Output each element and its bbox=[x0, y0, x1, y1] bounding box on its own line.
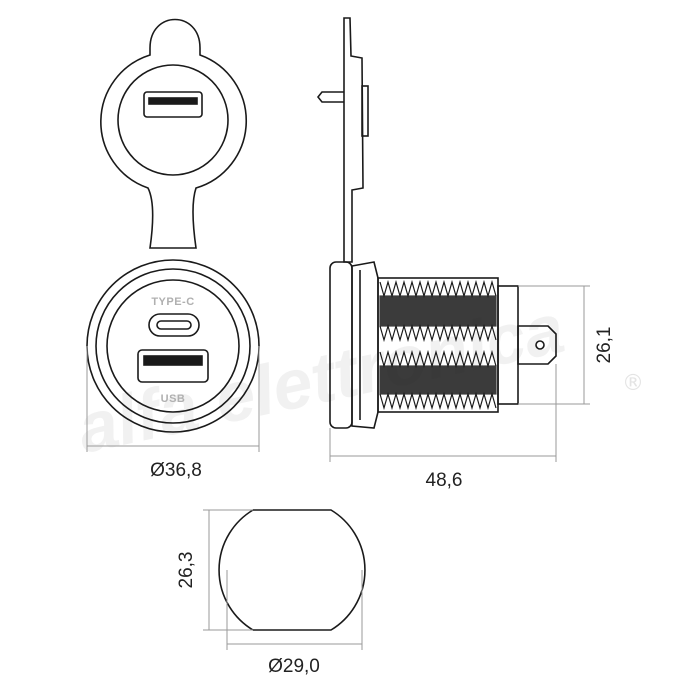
cap-plug-profile bbox=[361, 85, 369, 137]
cap-profile bbox=[343, 17, 364, 263]
front-diameter-dimension-lines bbox=[86, 346, 260, 452]
side-length-dimension: 48,6 bbox=[426, 470, 463, 491]
socket-face bbox=[106, 279, 240, 413]
cap-tab bbox=[316, 91, 344, 103]
side-dimension-lines bbox=[329, 285, 590, 462]
front-view bbox=[86, 18, 260, 433]
panel-cutout-shape bbox=[218, 509, 366, 631]
type-c-label: TYPE-C bbox=[151, 296, 194, 308]
usb-a-port bbox=[137, 349, 209, 383]
side-view bbox=[316, 17, 557, 429]
watermark-registered-mark: ® bbox=[622, 371, 644, 396]
cutout-dimension-lines bbox=[203, 509, 363, 650]
cap-usb-port bbox=[143, 91, 203, 118]
front-diameter-dimension: Ø36,8 bbox=[150, 460, 202, 481]
thread-pattern-lower bbox=[379, 349, 497, 411]
usb-c-port bbox=[148, 313, 200, 337]
cutout-height-dimension: 26,3 bbox=[176, 552, 197, 589]
thread-pattern-upper bbox=[379, 279, 497, 343]
cap-outline bbox=[100, 18, 248, 249]
cutout-diameter-dimension: Ø29,0 bbox=[268, 656, 320, 677]
side-height-dimension: 26,1 bbox=[594, 327, 615, 364]
cap-inner-ring bbox=[117, 64, 229, 176]
socket-middle-ring bbox=[95, 268, 251, 424]
usb-label: USB bbox=[161, 393, 186, 405]
tab-terminal bbox=[517, 325, 557, 365]
cutout-view bbox=[218, 509, 366, 631]
